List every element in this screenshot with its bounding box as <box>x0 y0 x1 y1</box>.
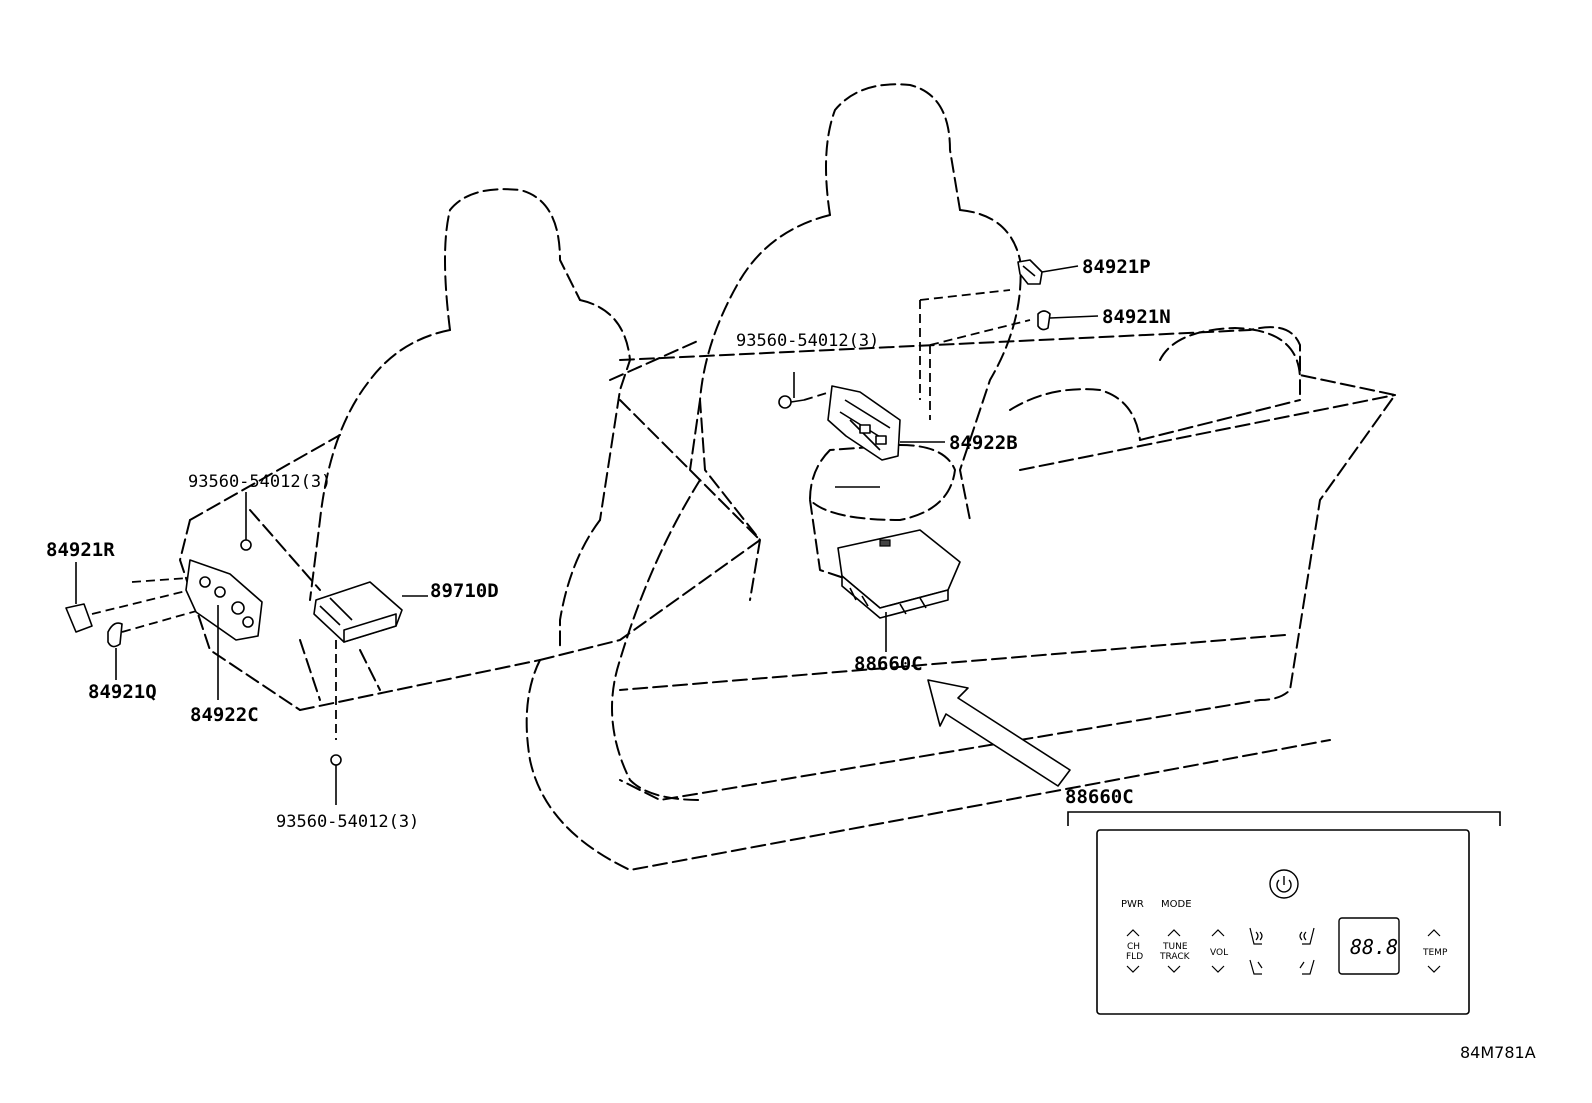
chevron-down-icon[interactable] <box>1427 965 1441 973</box>
part-84921Q <box>107 609 201 680</box>
part-84921N <box>1037 310 1099 331</box>
callout-88660C: 88660C <box>854 653 923 675</box>
pwr-label: PWR <box>1121 899 1144 910</box>
seat-heater-icon <box>1299 927 1315 945</box>
tune-label: TUNE <box>1162 942 1188 952</box>
seat-heater-right-up[interactable] <box>1299 927 1315 945</box>
tune-track-control[interactable]: TUNE TRACK <box>1159 929 1191 973</box>
chevron-down-icon[interactable] <box>1211 965 1225 973</box>
callout-bolt-bottom: 93560-54012(3) <box>276 812 419 832</box>
callout-84921P: 84921P <box>1082 256 1151 278</box>
rear-bench-seat <box>619 326 1396 801</box>
temp-label: TEMP <box>1422 948 1448 958</box>
bolt-left <box>240 492 252 551</box>
callout-bolt-center: 93560-54012(3) <box>736 331 879 351</box>
ch-label: CH <box>1127 942 1140 952</box>
chevron-up-icon[interactable] <box>1427 929 1441 937</box>
callout-bolt-left: 93560-54012(3) <box>188 472 331 492</box>
callout-84921N: 84921N <box>1102 306 1171 328</box>
callout-84922B: 84922B <box>949 432 1018 454</box>
chevron-down-icon[interactable] <box>1167 965 1181 973</box>
temp-control[interactable]: TEMP <box>1422 929 1448 973</box>
part-84922C <box>131 559 263 700</box>
vol-label: VOL <box>1210 948 1228 958</box>
drawing-reference: 84M781A <box>1460 1043 1536 1062</box>
part-88660C <box>837 529 961 652</box>
control-panel: PWR MODE CH FLD TUNE TRACK VOL <box>1096 829 1470 1015</box>
part-89710D <box>313 581 428 740</box>
mode-label: MODE <box>1161 899 1192 910</box>
ch-fld-control[interactable]: CH FLD <box>1126 929 1143 973</box>
vol-control[interactable]: VOL <box>1210 929 1228 973</box>
bolt-bottom <box>330 754 342 805</box>
bolt-center <box>778 372 831 409</box>
chevron-down-icon[interactable] <box>1126 965 1140 973</box>
chevron-up-icon[interactable] <box>1167 929 1181 937</box>
part-84922B <box>827 385 945 461</box>
track-label: TRACK <box>1159 952 1191 962</box>
detail-arrow <box>927 679 1071 787</box>
detail-label: 88660C <box>1065 786 1134 808</box>
callout-84921Q: 84921Q <box>88 681 157 703</box>
seat-heater-right-down[interactable] <box>1299 959 1315 975</box>
temp-display: 88.8 <box>1338 917 1400 975</box>
detail-bracket <box>1067 811 1501 826</box>
seat-heater-left-up[interactable] <box>1249 927 1263 945</box>
chevron-up-icon[interactable] <box>1211 929 1225 937</box>
power-button[interactable] <box>1269 869 1299 899</box>
seat-heater-icon <box>1249 927 1263 945</box>
left-front-seat <box>179 188 701 711</box>
part-84921P <box>1017 259 1079 285</box>
callout-84922C: 84922C <box>190 704 259 726</box>
seat-heater-icon <box>1249 959 1263 975</box>
seat-heater-left-down[interactable] <box>1249 959 1263 975</box>
display-readout: 88.8 <box>1350 935 1398 959</box>
part-84921R <box>65 562 191 633</box>
callout-84921R: 84921R <box>46 539 115 561</box>
callout-89710D: 89710D <box>430 580 499 602</box>
fld-label: FLD <box>1126 952 1143 962</box>
seat-heater-icon <box>1299 959 1315 975</box>
right-front-seat <box>525 83 1331 871</box>
chevron-up-icon[interactable] <box>1126 929 1140 937</box>
power-icon <box>1276 876 1292 893</box>
